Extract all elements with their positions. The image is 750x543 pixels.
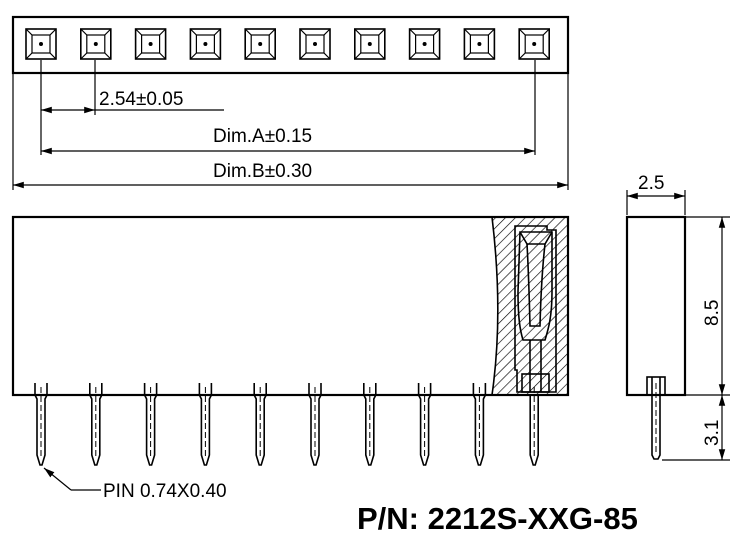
socket-cell (463, 28, 496, 60)
socket-cell (518, 28, 551, 60)
pin (363, 383, 377, 466)
contact-spring (517, 231, 553, 341)
side-view-pin (651, 377, 661, 460)
front-view-body (11, 215, 570, 397)
pin-leader-line (43, 467, 72, 491)
pin (417, 383, 432, 466)
pin (308, 383, 322, 466)
side-view: 2.5 8.5 3.1 (625, 173, 730, 461)
dim-a-label: Dim.A±0.15 (213, 126, 312, 147)
top-dimensions: 2.54±0.05 Dim.A±0.15 Dim.B±0.30 (12, 60, 569, 190)
pin (34, 383, 48, 466)
front-view-pins (34, 383, 539, 466)
top-view (11, 15, 570, 75)
socket-cell (189, 28, 222, 60)
pitch-dimension-label: 2.54±0.05 (99, 89, 183, 110)
part-number: P/N: 2212S-XXG-85 (357, 501, 638, 536)
pin (89, 383, 103, 466)
top-view-cells (25, 28, 551, 60)
side-view-body (625, 215, 687, 397)
socket-cell (25, 28, 57, 60)
socket-cell (80, 28, 112, 60)
side-width-label: 2.5 (638, 173, 664, 194)
top-view-body (11, 15, 570, 75)
pin (198, 383, 213, 466)
pin (253, 383, 267, 466)
side-height-label: 8.5 (702, 300, 723, 326)
socket-cell (299, 28, 331, 60)
socket-cell (244, 28, 276, 60)
contact-cavity (514, 225, 557, 393)
socket-cell (408, 28, 441, 60)
pin-note-label: PIN 0.74X0.40 (103, 481, 227, 502)
pin-note: PIN 0.74X0.40 (43, 467, 227, 502)
pin-length-label: 3.1 (702, 420, 723, 446)
dim-b-label: Dim.B±0.30 (213, 161, 312, 182)
front-view (11, 215, 570, 466)
pin (472, 383, 487, 466)
socket-cell (134, 28, 167, 60)
pin (143, 383, 158, 466)
socket-cell (353, 28, 386, 60)
pin (529, 387, 539, 466)
